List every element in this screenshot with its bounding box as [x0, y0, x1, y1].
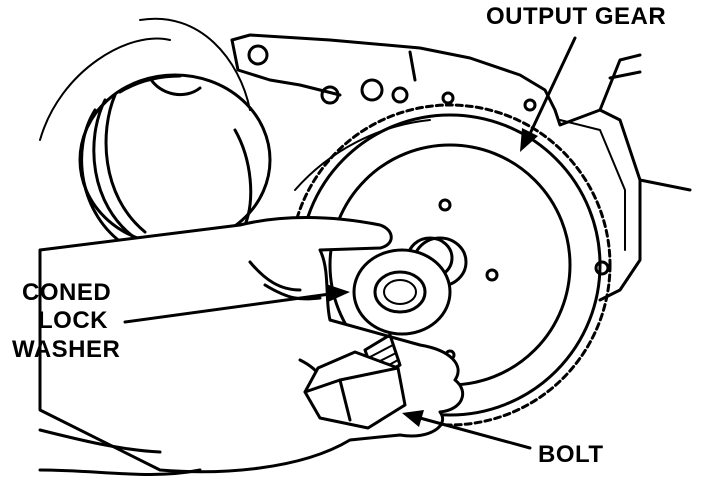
output-gear-label: OUTPUT GEAR: [486, 3, 666, 30]
lock-label: LOCK: [38, 307, 108, 334]
housing-plate: [230, 33, 692, 302]
coned-lock-washer: [352, 248, 452, 336]
coned-label: CONED: [22, 279, 111, 306]
bolt: [303, 333, 407, 430]
bolt-label: BOLT: [538, 441, 604, 468]
bolt-arrow: [402, 410, 532, 450]
output-gear-arrow: [520, 36, 577, 152]
gear-hole-icon: [438, 198, 452, 212]
washer-label: WASHER: [12, 336, 120, 363]
leader-arrows: [123, 36, 577, 450]
coned-lock-washer-arrow: [123, 284, 350, 324]
